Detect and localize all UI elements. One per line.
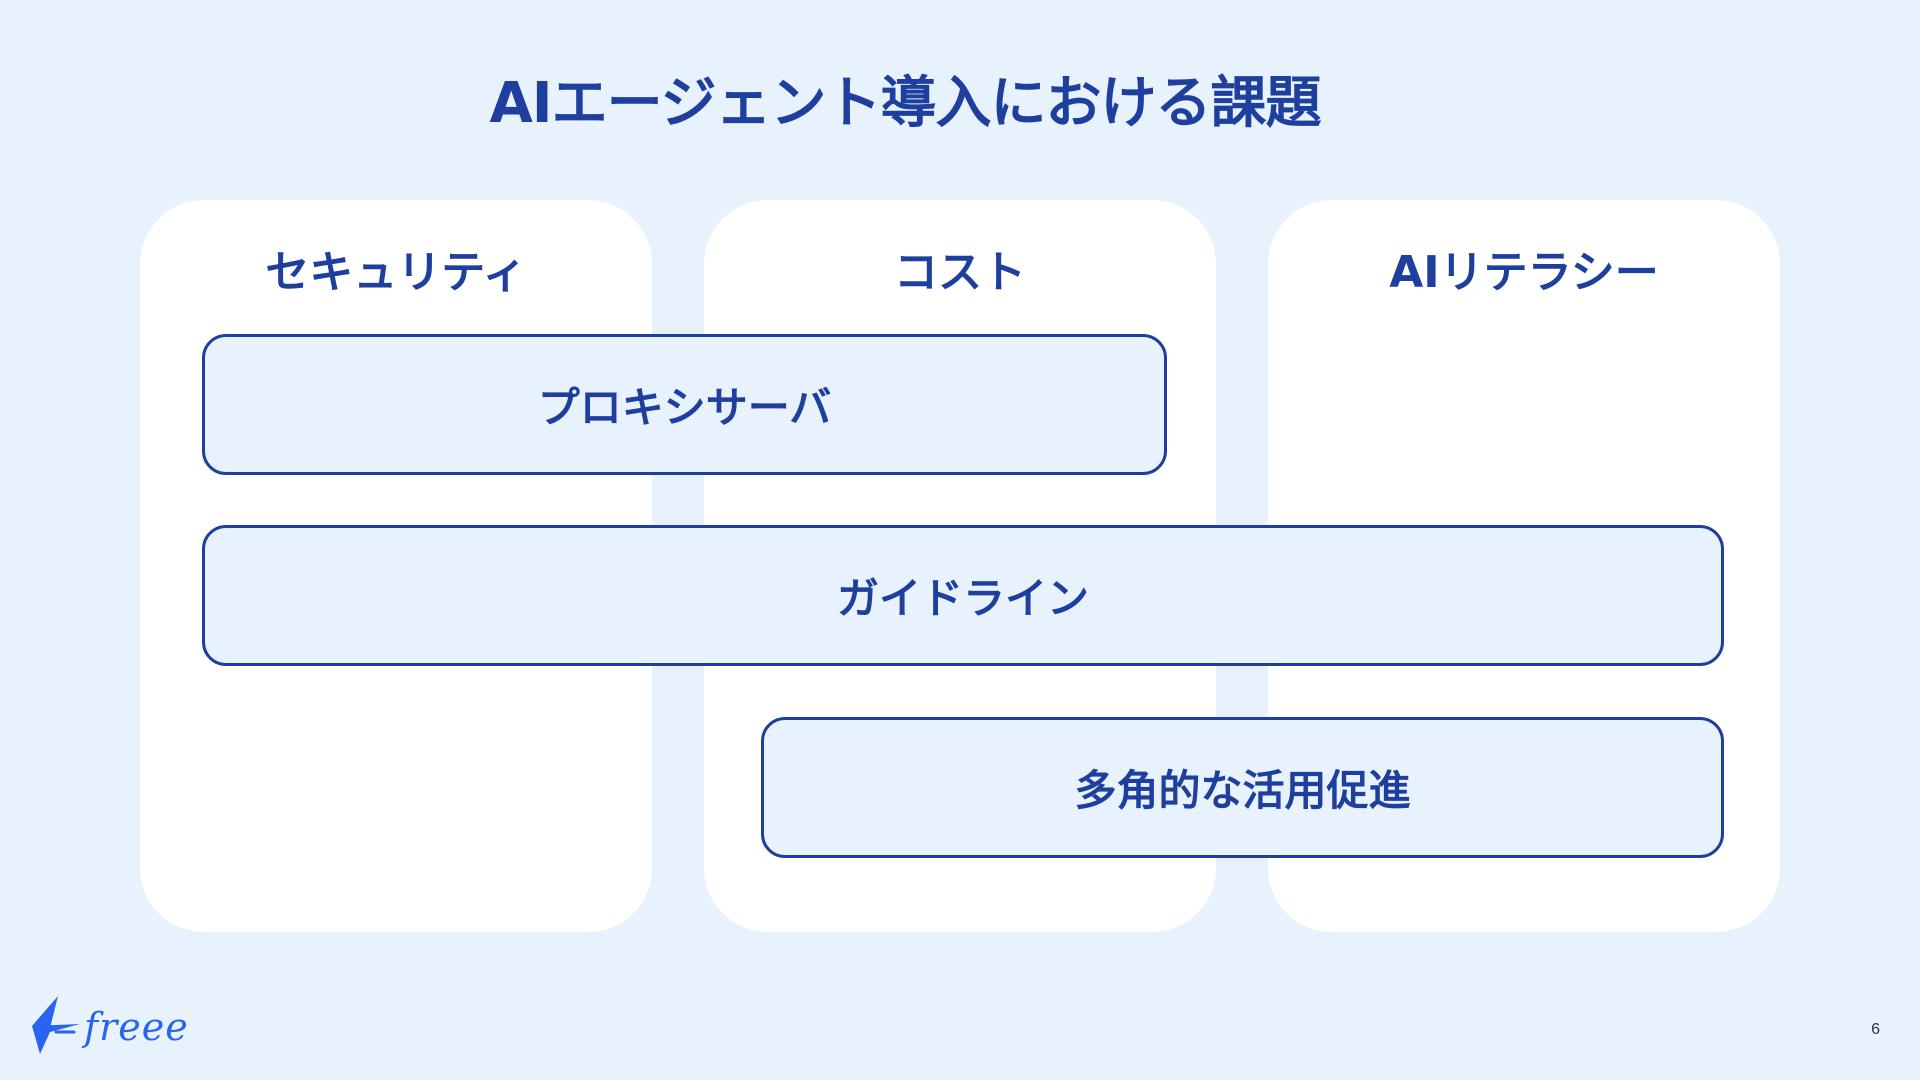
slide-title: AIエージェント導入における課題 <box>489 71 1321 136</box>
solution-usage-promotion-label: 多角的な活用促進 <box>1074 766 1411 815</box>
freee-logo: freee <box>26 994 189 1060</box>
solution-guideline-label: ガイドライン <box>836 574 1089 623</box>
solution-proxy-server-label: プロキシサーバ <box>537 383 832 432</box>
solution-guideline: ガイドライン <box>202 525 1724 666</box>
column-heading-cost: コスト <box>894 247 1026 298</box>
solution-proxy-server: プロキシサーバ <box>202 334 1167 475</box>
column-heading-ai-literacy: AIリテラシー <box>1389 247 1659 298</box>
bird-icon <box>26 994 82 1060</box>
page-number: 6 <box>1871 1021 1880 1038</box>
logo-text: freee <box>84 1005 189 1049</box>
solution-usage-promotion: 多角的な活用促進 <box>761 717 1724 858</box>
column-heading-security: セキュリティ <box>265 247 527 298</box>
